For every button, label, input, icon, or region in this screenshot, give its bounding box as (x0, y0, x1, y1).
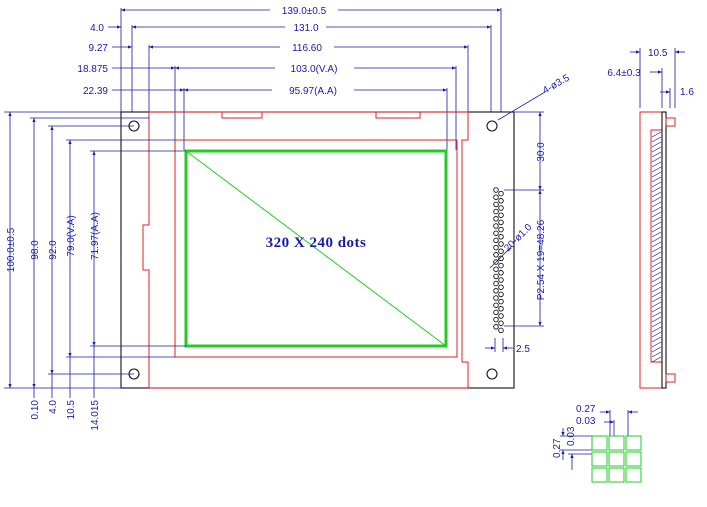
pin (498, 284, 504, 290)
dim-va-offset: 18.875 (77, 64, 108, 75)
dim-bezel-offset: 9.27 (89, 43, 109, 54)
pin (493, 244, 499, 251)
dim-inner-height: 92.0 (48, 240, 59, 260)
pin (493, 280, 499, 287)
mount-hole-br (486, 368, 498, 380)
pin (498, 327, 504, 334)
pixel-cell (625, 467, 642, 483)
dim-bottom-0: 0.10 (30, 400, 41, 420)
dim-va-width: 103.0(V.A) (291, 64, 338, 75)
pin (493, 187, 499, 193)
dim-connector-edge: 2.5 (516, 344, 530, 355)
pin (493, 252, 499, 258)
pin (498, 212, 504, 218)
dim-overall-width: 139.0±0.5 (282, 6, 327, 17)
pixel-grid (591, 435, 642, 483)
pin (498, 313, 504, 319)
pin (493, 295, 499, 301)
pin (493, 259, 499, 265)
pin (493, 273, 499, 280)
pin (493, 237, 499, 244)
dim-bottom-1: 4.0 (48, 400, 59, 414)
dim-bezel-height: 98.0 (30, 240, 41, 260)
pin (498, 255, 504, 262)
pin (493, 216, 499, 222)
pin (498, 248, 504, 254)
pin (493, 324, 499, 330)
pin (493, 316, 499, 323)
pin (493, 194, 499, 200)
dim-connector-offset: 30.0 (536, 142, 547, 162)
mount-hole-tr (486, 120, 498, 132)
hole-callout: 4-ø3.5 (497, 72, 572, 121)
pin (493, 230, 499, 236)
pin (498, 262, 504, 269)
pin (498, 219, 504, 226)
pin (498, 298, 504, 305)
dim-pcb-offset: 4.0 (90, 23, 104, 34)
dim-overall-height: 100.0±0.5 (6, 227, 17, 272)
dim-aa-height: 71.97(A.A) (90, 212, 101, 260)
pixel-detail: 0.27 0.03 0.27 0.03 (552, 404, 642, 483)
pin (498, 234, 504, 240)
pin (493, 302, 499, 308)
pin (498, 306, 504, 312)
dim-pin-pitch: P2.54 X 19=48.26 (536, 219, 547, 300)
pixel-cell (608, 467, 625, 483)
dim-pin-diameter: 20-ø1.0 (502, 222, 534, 254)
pin (498, 277, 504, 283)
pin (493, 208, 499, 215)
pin (498, 190, 504, 197)
pin (498, 198, 504, 204)
pin (493, 201, 499, 208)
pin (493, 266, 499, 272)
dim-pixel-gap-h: 0.03 (576, 416, 596, 427)
pin (498, 270, 504, 276)
pixel-cell (608, 451, 625, 467)
side-hatch (651, 131, 662, 363)
dim-total-thickness: 10.5 (648, 48, 668, 59)
top-dimensions: 139.0±0.5 4.0 131.0 9.27 116.60 18.875 1… (77, 6, 502, 150)
pin (498, 205, 504, 211)
dim-bottom-3: 14.015 (90, 400, 101, 431)
resolution-label: 320 X 240 dots (266, 235, 367, 251)
pixel-cell (591, 451, 608, 467)
dim-body-thickness: 6.4±0.3 (607, 68, 641, 79)
active-area (184, 149, 448, 348)
pin (498, 320, 504, 326)
side-view: 10.5 6.4±0.3 1.6 (607, 48, 694, 389)
dim-pixel-pitch-h: 0.27 (576, 404, 596, 415)
pixel-cell (625, 435, 642, 451)
pin (498, 291, 504, 298)
pixel-cell (608, 435, 625, 451)
dim-pixel-gap-v: 0.03 (566, 426, 577, 446)
pixel-cell (591, 435, 608, 451)
viewing-area (174, 139, 458, 358)
pin (493, 309, 499, 316)
pin (498, 241, 504, 247)
dim-bottom-2: 10.5 (66, 400, 77, 420)
dim-pixel-pitch-v: 0.27 (552, 438, 563, 458)
dim-aa-offset: 22.39 (83, 86, 108, 97)
pin (493, 223, 499, 229)
dim-bezel-width: 131.0 (293, 23, 318, 34)
bottom-dimensions: 0.10 4.0 10.5 14.015 (30, 346, 101, 431)
dim-bezel-inner-width: 116.60 (292, 43, 322, 54)
pixel-cell (591, 467, 608, 483)
bezel-outline (142, 111, 469, 389)
pin (498, 226, 504, 233)
pixel-cell (625, 451, 642, 467)
left-dimensions: 100.0±0.5 98.0 92.0 79.0(V.A) 71.97(A.A) (4, 111, 186, 389)
pin (493, 288, 499, 294)
module-front-view: 320 X 240 dots (120, 111, 515, 389)
dim-pcb-thickness: 1.6 (680, 87, 694, 98)
connector-pins (493, 187, 504, 334)
dim-aa-width: 95.97(A.A) (289, 86, 337, 97)
dim-va-height: 79.0(V.A) (66, 215, 77, 256)
dim-hole: 4-ø3.5 (541, 72, 572, 96)
